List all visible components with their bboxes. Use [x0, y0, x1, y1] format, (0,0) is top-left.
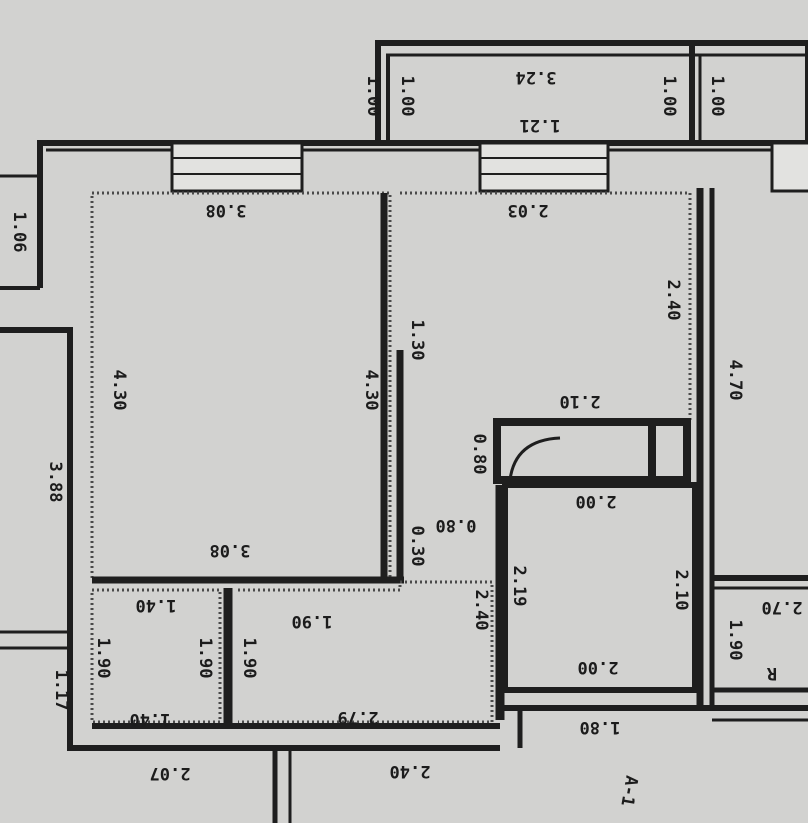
dim-opening-top: 1.21 — [520, 115, 561, 135]
dim-closet-height: 0.80 — [469, 434, 489, 475]
dim-wc-bottom: 1.40 — [130, 709, 171, 729]
dim-room1-right: 4.30 — [361, 370, 381, 411]
dim-balcony-inner-left: 1.00 — [397, 76, 417, 117]
dim-right-room: 4.70 — [725, 360, 745, 401]
left-room-wall — [0, 327, 500, 751]
dim-hall-gap: 0.30 — [407, 526, 427, 567]
dim-right-small-height: 1.90 — [725, 620, 745, 661]
closet-outline — [493, 418, 691, 484]
dim-hall2-right: 1.90 — [239, 638, 259, 679]
window-room2 — [478, 141, 610, 193]
dimension-labels: 1.00 1.00 3.24 1.00 1.00 1.21 3.08 2.03 … — [9, 67, 802, 808]
room-2 — [396, 188, 715, 710]
dim-room2-top: 2.03 — [508, 200, 549, 220]
dim-room1-top: 3.08 — [206, 200, 247, 220]
dim-room1-left: 4.30 — [109, 370, 129, 411]
dim-bath-left: 2.19 — [509, 566, 529, 607]
dim-wc-top: 1.40 — [136, 595, 177, 615]
dim-hall-bottom: 2.79 — [338, 707, 379, 727]
dim-hall-top: 1.90 — [292, 611, 333, 631]
dim-bottom-left: 2.07 — [150, 763, 191, 783]
dim-room2-left: 1.30 — [407, 320, 427, 361]
window-right — [770, 141, 808, 193]
dim-closet-top: 2.10 — [560, 391, 601, 411]
dim-bath-right: 2.10 — [671, 570, 691, 611]
dim-wc-right: 1.90 — [195, 638, 215, 679]
dim-bath-top: 2.00 — [576, 491, 617, 511]
closet — [493, 418, 691, 484]
wc-hatch — [90, 588, 222, 724]
dim-hall-right: 2.40 — [471, 590, 491, 631]
dim-bottom-mid: 2.40 — [390, 761, 431, 781]
windows — [170, 141, 808, 193]
wc-and-hall — [0, 580, 500, 823]
dim-hall-tiny: 0.80 — [436, 515, 477, 535]
dim-left-room: 3.88 — [45, 462, 65, 503]
dim-bath-bottom: 2.00 — [578, 657, 619, 677]
dim-room2-right: 2.40 — [663, 280, 683, 321]
right-small-room — [500, 575, 808, 748]
window-room1 — [170, 141, 304, 193]
bathroom — [495, 482, 698, 720]
dim-left-wall: 1.06 — [9, 212, 29, 253]
dim-balcony-inner-right: 1.00 — [659, 76, 679, 117]
dim-room1-bottom: 3.08 — [210, 540, 251, 560]
bathroom-outline — [502, 482, 698, 693]
dim-left-edge: 1.17 — [51, 670, 71, 711]
room-1 — [90, 191, 404, 584]
dim-right-small-mark: R — [766, 663, 777, 683]
dim-bottom-right: 1.80 — [580, 717, 621, 737]
dim-wc-left: 1.90 — [93, 638, 113, 679]
hall-hatch — [238, 580, 494, 724]
closet-door-arc — [508, 436, 561, 481]
dim-balcony-right: 1.00 — [707, 76, 727, 117]
dim-balcony-left: 1.00 — [363, 76, 383, 117]
dim-right-small-width: 2.70 — [762, 597, 803, 617]
dim-balcony-width: 3.24 — [516, 67, 557, 87]
